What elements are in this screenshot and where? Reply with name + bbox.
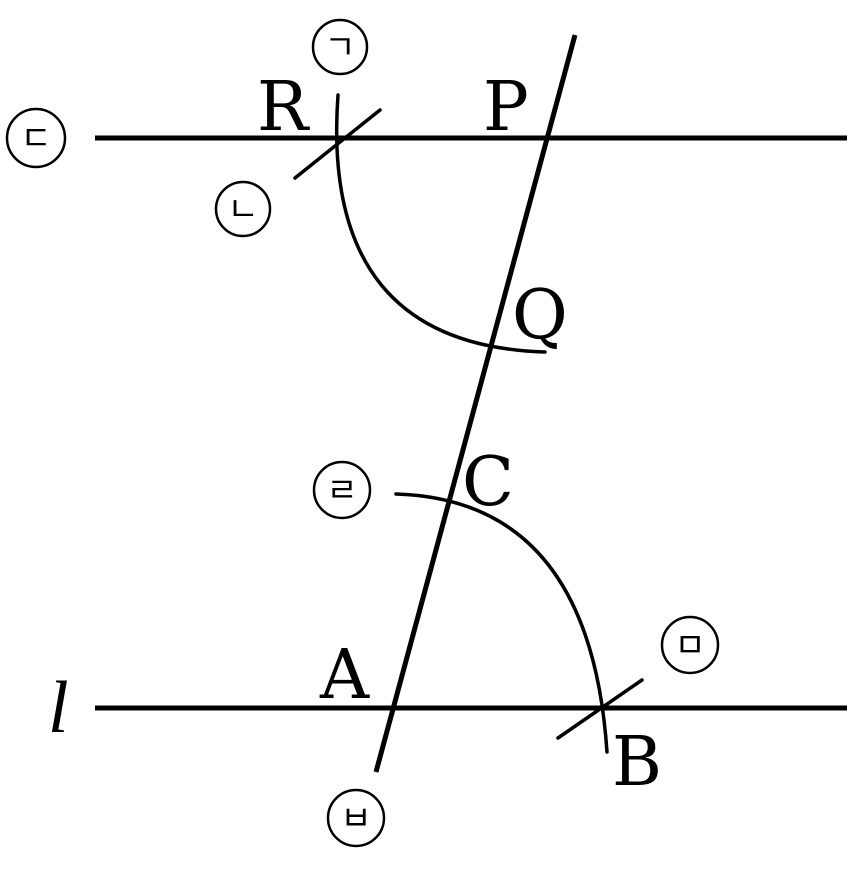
step-marker-1: ㄱ [311, 18, 369, 76]
svg-text:ㄹ: ㄹ [326, 471, 357, 511]
point-label-r: R [257, 68, 310, 147]
svg-text:ㄷ: ㄷ [20, 119, 51, 159]
step-marker-6: ㅂ [326, 788, 386, 848]
point-label-c: C [462, 443, 514, 522]
arc-centered-a [394, 492, 609, 754]
point-label-p: P [483, 68, 529, 147]
point-label-b: B [612, 723, 662, 802]
step-marker-2: ㄴ [214, 180, 272, 238]
transversal-line [373, 34, 578, 773]
arc-mark-b [556, 678, 644, 740]
step-marker-4: ㄹ [312, 460, 372, 520]
svg-text:ㅁ: ㅁ [674, 626, 705, 666]
line-label-l: l [48, 667, 69, 749]
svg-text:ㄱ: ㄱ [324, 28, 355, 68]
point-label-a: A [319, 636, 370, 715]
arc-centered-p [335, 93, 547, 354]
step-marker-5: ㅁ [660, 615, 720, 675]
point-label-q: Q [512, 276, 568, 355]
step-marker-3: ㄷ [5, 107, 67, 169]
svg-text:ㄴ: ㄴ [227, 190, 258, 230]
arc-mark-r [293, 108, 382, 180]
svg-text:ㅂ: ㅂ [340, 799, 371, 839]
